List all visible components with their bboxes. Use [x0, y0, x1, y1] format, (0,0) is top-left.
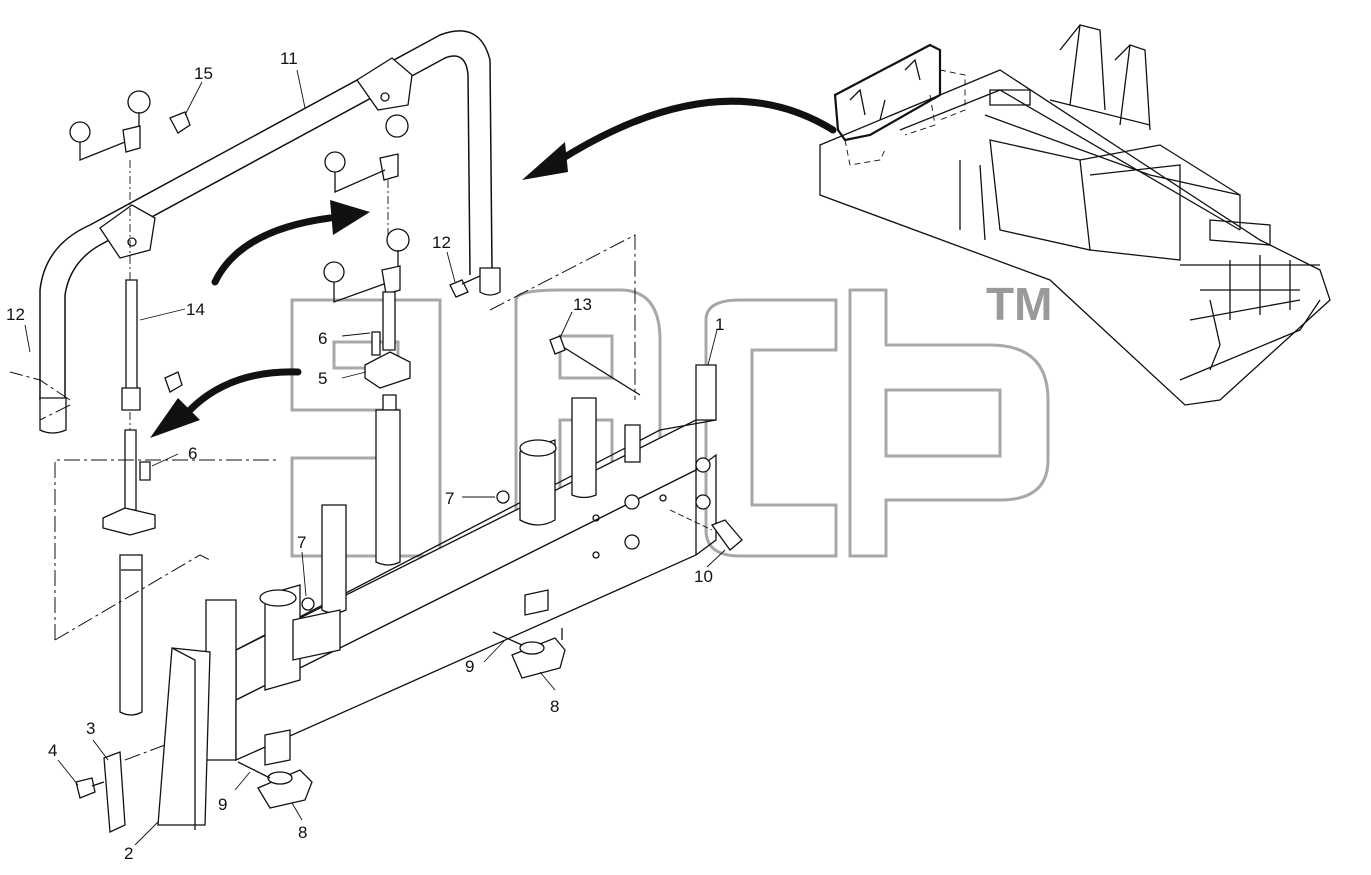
label-part-8-lower: 8 [298, 823, 307, 842]
label-part-15: 15 [194, 64, 213, 83]
label-part-14: 14 [186, 300, 205, 319]
direction-arrows [150, 97, 837, 438]
label-part-4: 4 [48, 741, 57, 760]
main-beam [75, 234, 743, 833]
label-part-13: 13 [573, 295, 592, 314]
center-post-assembly [323, 114, 481, 566]
handrail-tube [9, 30, 501, 434]
label-part-7-left: 7 [297, 533, 306, 552]
trademark-text: TM [986, 278, 1052, 330]
left-post-assembly [54, 90, 280, 716]
label-part-10: 10 [694, 567, 713, 586]
label-part-11: 11 [280, 49, 298, 68]
label-part-2: 2 [124, 844, 133, 863]
label-part-12-left: 12 [6, 305, 25, 324]
leader-lines [24, 69, 726, 846]
label-part-6-lower: 6 [188, 444, 197, 463]
label-part-1: 1 [715, 315, 724, 334]
label-part-6-upper: 6 [318, 329, 327, 348]
part-number-labels: 1 2 3 4 5 6 6 7 7 8 8 9 9 10 11 12 12 13… [6, 49, 724, 863]
label-part-8-upper: 8 [550, 697, 559, 716]
watermark-logo: TM [290, 278, 1052, 558]
label-part-3: 3 [86, 719, 95, 738]
label-part-12-right: 12 [432, 233, 451, 252]
label-part-9-lower: 9 [218, 795, 227, 814]
label-part-7-right: 7 [445, 489, 454, 508]
label-part-9-upper: 9 [465, 657, 474, 676]
paver-machine-overview [819, 24, 1331, 406]
label-part-5: 5 [318, 369, 327, 388]
